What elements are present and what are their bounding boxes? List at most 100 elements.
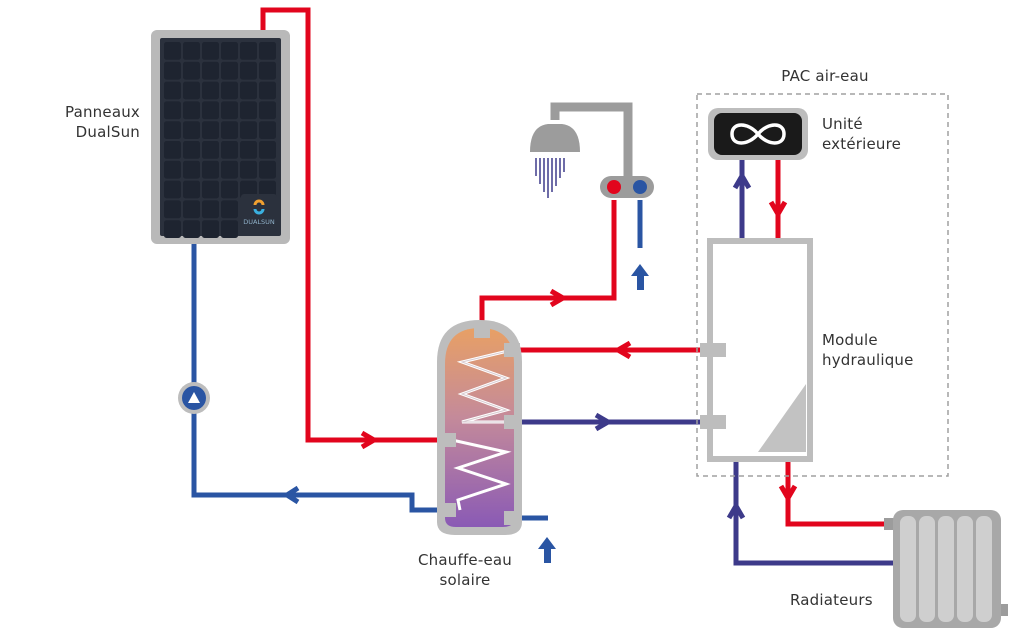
panel-cell: [164, 121, 181, 139]
panel-cell: [183, 220, 200, 238]
panel-cell: [240, 160, 257, 179]
dualsun-logo: DUALSUN: [243, 199, 275, 226]
solar-water-heater: [437, 320, 522, 535]
flow-arrows: [282, 171, 798, 563]
panel-cell: [221, 200, 238, 219]
hydraulic-module: [700, 238, 813, 462]
panels-label-line1: Panneaux: [65, 103, 140, 121]
panel-cell: [221, 180, 238, 199]
panel-cell: [259, 42, 276, 60]
panel-cell: [202, 61, 219, 80]
panel-cell: [259, 160, 276, 179]
tank-label: Chauffe-eau solaire: [400, 550, 530, 590]
panel-cell: [259, 121, 276, 139]
circulation-pump: [178, 382, 210, 414]
panel-cell: [202, 220, 219, 238]
cold-pipe-tank-to-panel: [191, 240, 455, 513]
panel-cell: [259, 61, 276, 80]
panel-cell: [240, 101, 257, 120]
radiator: [884, 510, 1008, 628]
flow-arrow: [778, 484, 798, 503]
cold-inlet-arrow: [538, 537, 556, 563]
lower-coil: [451, 438, 512, 511]
outdoor-unit-label: Unité extérieure: [822, 114, 901, 154]
radiator-fin: [919, 516, 935, 622]
panel-cell: [221, 61, 238, 80]
radiator-hot-pipe: [785, 462, 893, 527]
panel-cell: [183, 81, 200, 100]
outdoor-unit: [708, 108, 808, 160]
panel-cell: [221, 42, 238, 60]
panel-cell: [259, 101, 276, 120]
panel-cell: [221, 101, 238, 120]
panel-cell-grid: [164, 42, 276, 238]
panel-cell: [202, 101, 219, 120]
panel-cell: [202, 141, 219, 159]
hot-pipe-tank-to-shower: [479, 200, 617, 330]
flow-arrow: [594, 412, 613, 432]
pac-title: PAC air-eau: [781, 67, 869, 85]
panel-cell: [240, 180, 257, 199]
panel-cell: [221, 121, 238, 139]
cold-inlet-arrow: [631, 264, 649, 290]
panel-cell: [183, 200, 200, 219]
shower: [530, 102, 654, 198]
flow-arrow: [360, 430, 379, 450]
flow-arrow: [768, 200, 788, 219]
panel-cell: [240, 141, 257, 159]
panel-cell: [183, 141, 200, 159]
radiator-fin: [938, 516, 954, 622]
panel-cell: [164, 220, 181, 238]
solar-panel: DUALSUN: [151, 30, 290, 244]
module-label: Module hydraulique: [822, 330, 914, 370]
tank-label-line1: Chauffe-eau: [417, 551, 512, 569]
panel-cell: [202, 121, 219, 139]
panel-cell: [164, 180, 181, 199]
radiators-label: Radiateurs: [790, 591, 873, 609]
panel-cell: [259, 81, 276, 100]
flow-arrow: [732, 171, 752, 190]
flow-arrow: [282, 485, 300, 505]
panel-cell: [183, 101, 200, 120]
panel-cell: [240, 81, 257, 100]
panel-cell: [240, 42, 257, 60]
panel-cell: [164, 141, 181, 159]
radiator-fin: [900, 516, 916, 622]
panel-cell: [202, 180, 219, 199]
panel-cell: [221, 160, 238, 179]
flow-arrow: [613, 340, 632, 360]
flow-arrow: [549, 288, 568, 308]
tank-label-line2: solaire: [439, 571, 491, 589]
module-label-line2: hydraulique: [822, 351, 914, 369]
panel-cell: [202, 160, 219, 179]
panel-cell: [259, 141, 276, 159]
panel-cell: [202, 42, 219, 60]
panel-cell: [202, 81, 219, 100]
panel-cell: [164, 160, 181, 179]
outdoor-unit-label-line1: Unité: [822, 115, 863, 133]
panel-cell: [164, 81, 181, 100]
radiator-fin: [976, 516, 992, 622]
water-stream: [535, 158, 565, 198]
panel-cell: [202, 200, 219, 219]
panel-cell: [240, 61, 257, 80]
panel-cell: [221, 141, 238, 159]
svg-text:DUALSUN: DUALSUN: [243, 218, 275, 226]
radiator-return-pipe: [733, 462, 900, 566]
upper-coil: [456, 348, 513, 424]
panel-cell: [221, 81, 238, 100]
module-label-line1: Module: [822, 331, 878, 349]
panels-label-line2: DualSun: [75, 123, 140, 141]
radiator-fin: [957, 516, 973, 622]
fan-icon: [730, 123, 786, 145]
flow-arrow: [726, 501, 746, 520]
outdoor-unit-label-line2: extérieure: [822, 135, 902, 153]
panels-label: Panneaux DualSun: [40, 102, 140, 142]
panel-cell: [183, 42, 200, 60]
panel-cell: [259, 180, 276, 199]
panel-cell: [183, 121, 200, 139]
panel-cell: [164, 42, 181, 60]
panel-cell: [164, 61, 181, 80]
panel-cell: [164, 101, 181, 120]
